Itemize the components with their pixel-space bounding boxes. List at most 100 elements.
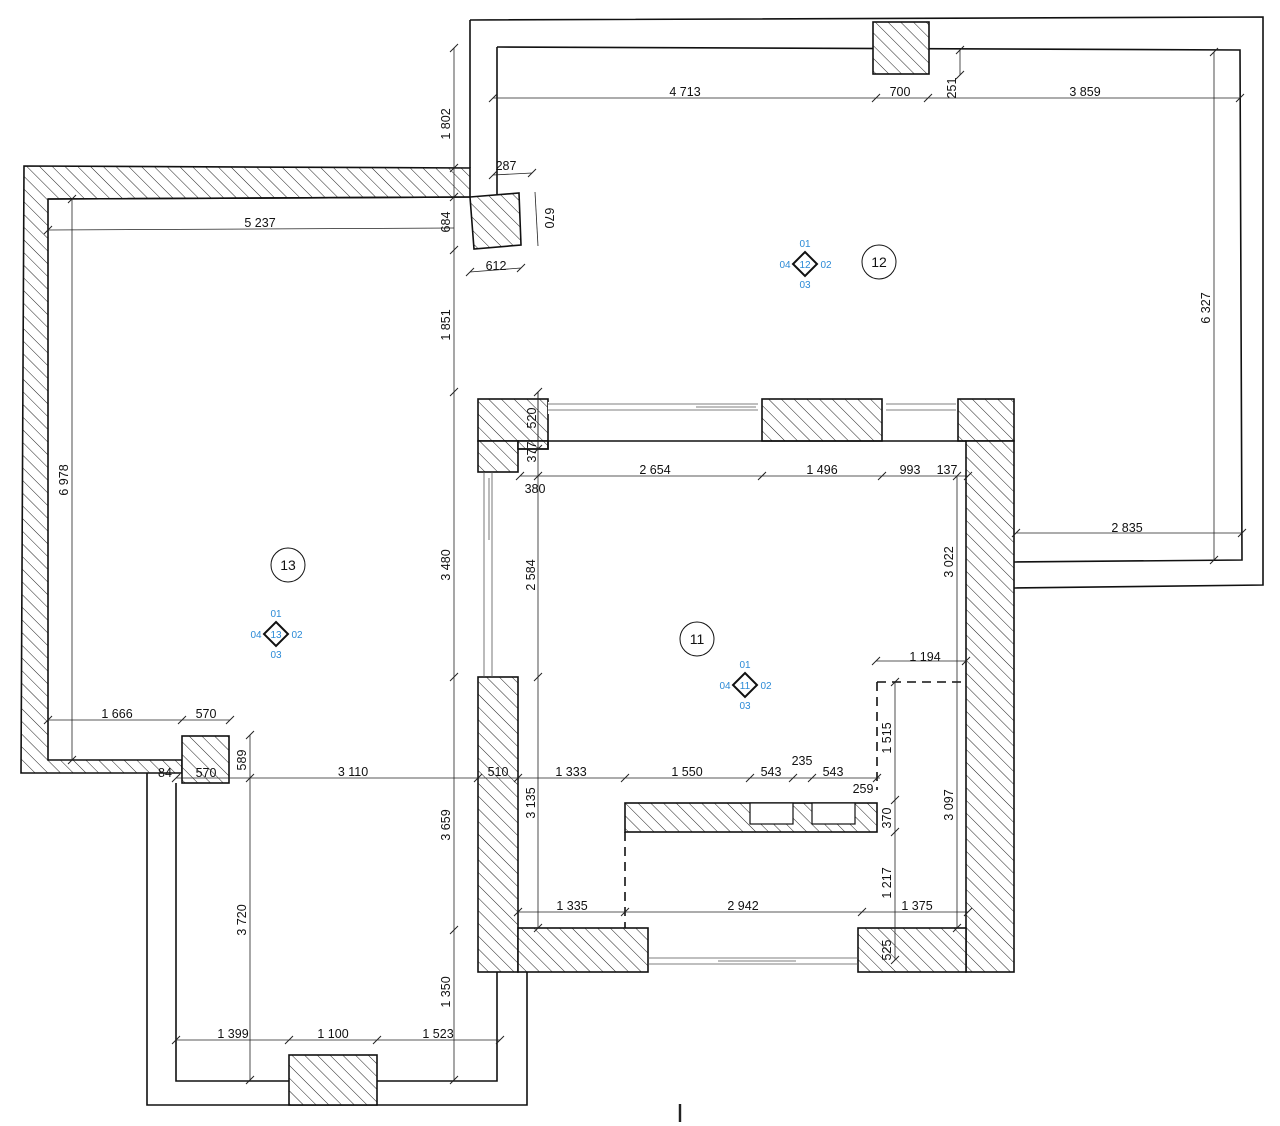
dimension-tick	[177, 715, 187, 725]
dimension-tick	[515, 471, 525, 481]
dim-label: 1 399	[217, 1027, 248, 1041]
view-label-right: 02	[760, 681, 772, 692]
room-13-number: 13	[280, 557, 296, 573]
dim-label: 1 350	[439, 976, 453, 1007]
dim-label: 1 515	[880, 722, 894, 753]
dimension-tick	[1235, 93, 1245, 103]
dimension-tick	[952, 471, 962, 481]
dimension-tick	[449, 163, 459, 173]
dim-label: 589	[235, 750, 249, 771]
dimension-tick	[963, 471, 973, 481]
dim-label: 1 523	[422, 1027, 453, 1041]
dim-label: 1 851	[439, 309, 453, 340]
dim-label: 1 802	[439, 108, 453, 139]
dim-label: 4 713	[669, 85, 700, 99]
dimension-tick	[473, 773, 483, 783]
room-12-walls	[469, 16, 1264, 589]
dimension-tick	[952, 923, 962, 933]
dimension-tick	[449, 387, 459, 397]
dimension-labels: 4 713 700 251 3 859 1 802 287 670 684 61…	[57, 78, 1213, 1041]
dim-label: 1 333	[555, 765, 586, 779]
dimension-tick	[1209, 555, 1219, 565]
dim-label: 380	[525, 482, 546, 496]
dimension-tick	[171, 1035, 181, 1045]
dimension-tick	[533, 923, 543, 933]
dimension-tick	[955, 70, 965, 80]
view-label-left: 04	[250, 630, 262, 641]
dim-label: 3 110	[338, 765, 368, 779]
dimension-tick	[527, 168, 537, 178]
dimension-tick	[890, 795, 900, 805]
dimension-tick	[488, 170, 498, 180]
view-label-center: 12	[799, 260, 811, 271]
dimension-tick	[877, 471, 887, 481]
dim-label: 137	[937, 463, 958, 477]
dim-label: 684	[439, 212, 453, 233]
dim-label: 5 237	[244, 216, 275, 230]
dimension-tick	[807, 773, 817, 783]
dimension-tick	[225, 715, 235, 725]
view-label-left: 04	[719, 681, 731, 692]
dimension-tick	[890, 677, 900, 687]
dimension-tick	[757, 471, 767, 481]
dimension-tick	[449, 192, 459, 202]
view-label-top: 01	[739, 660, 751, 671]
room-11-walls	[477, 398, 1015, 973]
dim-label: 6 978	[57, 464, 71, 495]
dim-label: 2 835	[1111, 521, 1142, 535]
dim-label: 1 666	[101, 707, 132, 721]
dimension-tick	[745, 773, 755, 783]
dim-label: 251	[945, 78, 959, 99]
view-label-right: 02	[820, 260, 832, 271]
dimension-tick	[449, 1075, 459, 1085]
dim-label: 543	[823, 765, 844, 779]
dimension-tick	[513, 773, 523, 783]
dimension-tick	[955, 45, 965, 55]
dim-label: 1 194	[909, 650, 940, 664]
view-label-center: 13	[270, 630, 282, 641]
dimension-tick	[67, 194, 77, 204]
dimension-tick	[449, 925, 459, 935]
dim-label: 3 720	[235, 904, 249, 935]
dimension-tick	[495, 1035, 505, 1045]
dimension-tick	[788, 773, 798, 783]
dimension-tick	[533, 387, 543, 397]
dimension-tick	[533, 471, 543, 481]
dim-label: 1 550	[671, 765, 702, 779]
dimension-tick	[871, 656, 881, 666]
dimension-tick	[465, 267, 475, 277]
room-13-marker: 13	[270, 547, 306, 583]
dim-label: 525	[880, 940, 894, 961]
dim-label: 3 022	[942, 546, 956, 577]
dimension-tick	[284, 1035, 294, 1045]
dimension-tick	[533, 444, 543, 454]
dim-label: 1 375	[901, 899, 932, 913]
dim-label: 510	[488, 765, 509, 779]
dim-label: 3 097	[942, 789, 956, 820]
dim-label: 287	[496, 159, 517, 173]
dimension-tick	[620, 773, 630, 783]
dim-label: 1 217	[880, 867, 894, 898]
pillar-13	[181, 735, 230, 784]
dimension-tick	[43, 715, 53, 725]
dim-label: 3 135	[524, 787, 538, 818]
view-label-bottom: 03	[799, 280, 811, 291]
dimension-tick	[872, 773, 882, 783]
dim-label: 3 480	[439, 549, 453, 580]
chimney-top	[872, 21, 930, 75]
column-block	[469, 192, 522, 250]
room-11-number: 11	[690, 631, 705, 647]
chimney-bottom	[288, 1054, 378, 1106]
dimension-lines	[47, 48, 1242, 1080]
dim-label: 377	[525, 442, 539, 463]
dimension-tick	[620, 907, 630, 917]
dimension-tick	[449, 245, 459, 255]
dimension-tick	[513, 907, 523, 917]
dim-label: 1 496	[806, 463, 837, 477]
dimension-tick	[67, 755, 77, 765]
dim-label: 3 659	[439, 809, 453, 840]
room-13-walls	[20, 165, 471, 784]
dim-label: 2 654	[639, 463, 670, 477]
dim-label: 1 335	[556, 899, 587, 913]
